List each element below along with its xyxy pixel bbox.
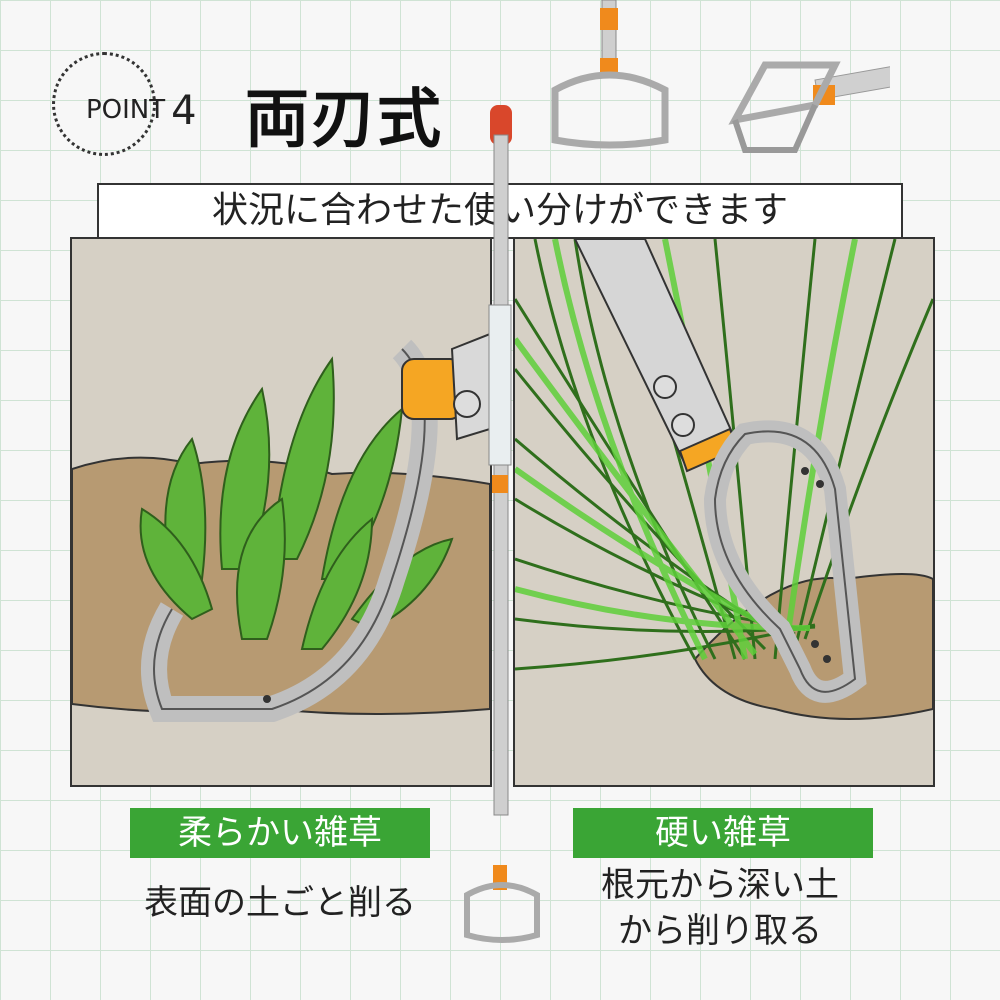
hard-weeds-description: 根元から深い土 から削り取る bbox=[540, 862, 900, 954]
soft-weeds-illustration bbox=[70, 237, 492, 787]
hoe-front-view-image bbox=[540, 0, 690, 160]
point-badge bbox=[52, 52, 156, 156]
soft-weeds-description: 表面の土ごと削る bbox=[144, 883, 416, 923]
hard-weeds-label: 硬い雑草 bbox=[573, 808, 873, 858]
point-word: POINT bbox=[86, 95, 166, 125]
page-title: 両刃式 bbox=[245, 83, 443, 157]
point-number: 4 bbox=[171, 88, 197, 134]
hoe-full-length-image bbox=[462, 95, 542, 955]
hoe-angled-view-image bbox=[725, 45, 890, 165]
hard-weeds-illustration bbox=[513, 237, 935, 787]
hard-weeds-description-line1: 根元から深い土 bbox=[601, 865, 839, 905]
hard-weeds-description-line2: から削り取る bbox=[618, 911, 822, 951]
soft-weeds-label: 柔らかい雑草 bbox=[130, 808, 430, 858]
